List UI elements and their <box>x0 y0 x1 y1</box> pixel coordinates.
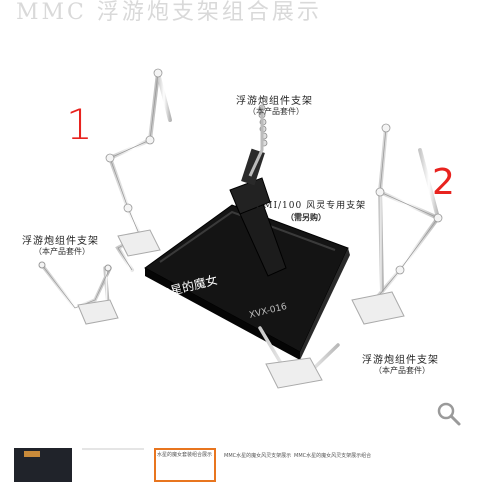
magnifier-icon[interactable] <box>436 401 462 427</box>
handwritten-mark-2: 2 <box>432 162 455 203</box>
thumbnail-1[interactable] <box>14 448 72 482</box>
thumbnail-4[interactable]: MMC水星的魔女风灵支架展示 <box>224 453 292 459</box>
thumbnail-2[interactable] <box>82 448 144 482</box>
top-stand-sublabel: （本产品套件） <box>248 107 304 116</box>
stand-illustration: 水星的魔女 XVX-016 <box>38 68 443 389</box>
center-stand-label: FMI/100 风灵专用支架 <box>256 201 367 211</box>
top-stand-label: 浮游炮组件支架 <box>236 96 313 107</box>
left-stand-sublabel: （本产品套件） <box>34 247 90 256</box>
handwritten-mark-1: 1 <box>66 100 93 149</box>
right-stand-sublabel: （本产品套件） <box>374 366 430 375</box>
thumbnail-5[interactable]: MMC水星的魔女风灵支架展示组合 <box>294 453 372 459</box>
thumbnail-strip: 水星的魔女套装组合展示 MMC水星的魔女风灵支架展示 MMC水星的魔女风灵支架展… <box>0 432 484 484</box>
center-stand-sublabel: （需另购） <box>286 212 326 222</box>
right-stand-label: 浮游炮组件支架 <box>362 355 439 366</box>
left-stand-label: 浮游炮组件支架 <box>22 236 99 247</box>
product-image: 水星的魔女 XVX-016 MMC 浮游炮支架组合展示 浮游炮组件支架 （本产品… <box>16 0 462 427</box>
header-title: MMC 浮游炮支架组合展示 <box>16 0 322 25</box>
thumbnail-3-selected[interactable]: 水星的魔女套装组合展示 <box>154 448 216 482</box>
